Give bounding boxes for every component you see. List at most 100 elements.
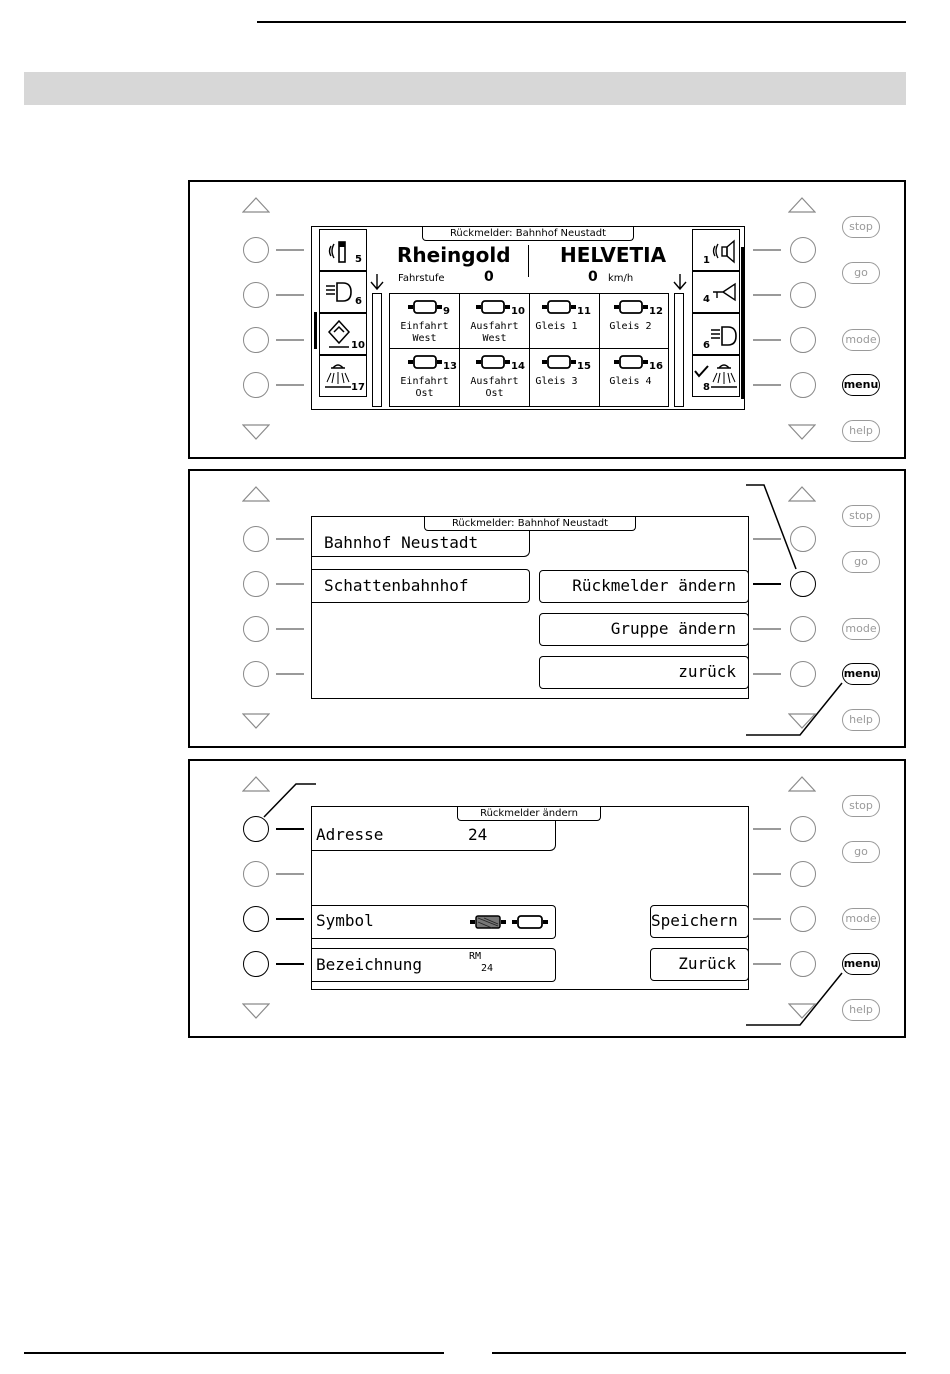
left-softkey-1[interactable]	[243, 526, 269, 552]
feedback-label-1: Gleis 4	[609, 376, 652, 387]
feedback-cell[interactable]: 13 Einfahrt Ost	[390, 349, 459, 406]
name-field[interactable]: Bezeichnung RM 24	[312, 948, 556, 982]
right-softkey-2[interactable]	[790, 861, 816, 887]
feedback-label-2: West	[412, 333, 437, 344]
feedback-number: 13	[443, 361, 457, 372]
down-arrow-icon[interactable]	[788, 713, 816, 729]
function-button-6-right[interactable]: 6	[692, 313, 740, 355]
feedback-label-1: Ausfahrt	[470, 321, 519, 332]
left-softkey-3[interactable]	[243, 906, 269, 932]
stop-button[interactable]: stop	[842, 216, 880, 238]
mode-button[interactable]: mode	[842, 908, 880, 930]
left-softkey-4[interactable]	[243, 951, 269, 977]
right-softkey-1[interactable]	[790, 816, 816, 842]
function-number: 1	[703, 255, 710, 266]
up-arrow-icon[interactable]	[242, 197, 270, 213]
footer-rule-right	[492, 1352, 906, 1354]
up-arrow-icon[interactable]	[788, 197, 816, 213]
left-scroll-thumb	[314, 312, 317, 349]
feedback-cell[interactable]: 16 Gleis 4	[600, 349, 669, 406]
feedback-cell[interactable]: 15 Gleis 3	[530, 349, 599, 406]
right-softkey-1[interactable]	[790, 237, 816, 263]
right-softkey-4[interactable]	[790, 951, 816, 977]
menu-item-bahnhof-neustadt[interactable]: Bahnhof Neustadt	[312, 531, 530, 557]
cabin-light-icon	[325, 364, 351, 388]
feedback-cell[interactable]: 10 Ausfahrt West	[460, 294, 529, 348]
save-button[interactable]: Speichern	[650, 905, 748, 938]
help-button[interactable]: help	[842, 709, 880, 731]
back-button[interactable]: Zurück	[650, 948, 748, 981]
grid-vline	[529, 294, 530, 406]
help-button[interactable]: help	[842, 420, 880, 442]
right-softkey-4[interactable]	[790, 372, 816, 398]
menu-item-rueckmelder-aendern[interactable]: Rückmelder ändern	[539, 570, 748, 603]
stop-button[interactable]: stop	[842, 505, 880, 527]
screen-title: Rückmelder: Bahnhof Neustadt	[422, 227, 634, 241]
down-arrow-icon[interactable]	[242, 424, 270, 440]
menu-item-gruppe-aendern[interactable]: Gruppe ändern	[539, 613, 748, 646]
help-button[interactable]: help	[842, 999, 880, 1021]
down-arrow-icon[interactable]	[788, 424, 816, 440]
menu-item-zurueck[interactable]: zurück	[539, 656, 748, 689]
feedback-cell[interactable]: 11 Gleis 1	[530, 294, 599, 348]
right-softkey-2[interactable]	[790, 282, 816, 308]
stop-button[interactable]: stop	[842, 795, 880, 817]
function-button-8[interactable]: 8	[692, 355, 740, 397]
mode-button[interactable]: mode	[842, 329, 880, 351]
function-number: 4	[703, 294, 710, 305]
function-button-1[interactable]: 1	[692, 229, 740, 271]
feedback-cell[interactable]: 12 Gleis 2	[600, 294, 669, 348]
left-softkey-2[interactable]	[243, 861, 269, 887]
right-softkey-3-tick	[753, 628, 781, 630]
symbol-field[interactable]: Symbol	[312, 905, 556, 939]
loco-divider	[528, 245, 529, 277]
left-softkey-2[interactable]	[243, 571, 269, 597]
go-button[interactable]: go	[842, 551, 880, 573]
right-softkey-4[interactable]	[790, 661, 816, 687]
down-arrow-icon[interactable]	[242, 1003, 270, 1019]
left-softkey-2[interactable]	[243, 282, 269, 308]
up-arrow-icon[interactable]	[788, 486, 816, 502]
up-arrow-icon[interactable]	[242, 486, 270, 502]
down-arrow-icon[interactable]	[788, 1003, 816, 1019]
feedback-symbol-icon	[614, 355, 648, 369]
menu-button[interactable]: menu	[842, 374, 880, 396]
left-softkey-2-tick	[276, 873, 304, 875]
function-button-6[interactable]: 6	[319, 271, 367, 313]
mode-button[interactable]: mode	[842, 618, 880, 640]
right-softkey-1[interactable]	[790, 526, 816, 552]
function-number: 6	[703, 340, 710, 351]
left-softkey-1[interactable]	[243, 237, 269, 263]
menu-item-schattenbahnhof[interactable]: Schattenbahnhof	[312, 569, 530, 603]
right-softkey-2[interactable]	[790, 571, 816, 597]
left-softkey-3[interactable]	[243, 616, 269, 642]
function-button-5[interactable]: 5	[319, 229, 367, 271]
right-softkey-2-tick	[753, 583, 781, 585]
go-button[interactable]: go	[842, 262, 880, 284]
function-button-17[interactable]: 17	[319, 355, 367, 397]
address-field[interactable]: Adresse 24	[312, 821, 556, 851]
right-softkey-3[interactable]	[790, 616, 816, 642]
right-scroll-thumb	[741, 247, 744, 399]
up-arrow-icon[interactable]	[788, 776, 816, 792]
left-softkey-2-tick	[276, 294, 304, 296]
feedback-cell[interactable]: 9 Einfahrt West	[390, 294, 459, 348]
cabin-light-icon	[711, 364, 737, 388]
menu-button[interactable]: menu	[842, 953, 880, 975]
headlight-icon	[326, 282, 352, 302]
feedback-cell[interactable]: 14 Ausfahrt Ost	[460, 349, 529, 406]
function-button-4[interactable]: 4	[692, 271, 740, 313]
go-button[interactable]: go	[842, 841, 880, 863]
left-softkey-4[interactable]	[243, 661, 269, 687]
menu-button[interactable]: menu	[842, 663, 880, 685]
left-softkey-1[interactable]	[243, 816, 269, 842]
down-arrow-icon[interactable]	[242, 713, 270, 729]
callout-lines	[746, 484, 843, 736]
function-button-10[interactable]: 10	[319, 313, 367, 355]
right-softkey-3[interactable]	[790, 327, 816, 353]
up-arrow-icon[interactable]	[242, 776, 270, 792]
speed-bar-left	[372, 293, 382, 407]
left-softkey-3[interactable]	[243, 327, 269, 353]
left-softkey-4[interactable]	[243, 372, 269, 398]
right-softkey-3[interactable]	[790, 906, 816, 932]
